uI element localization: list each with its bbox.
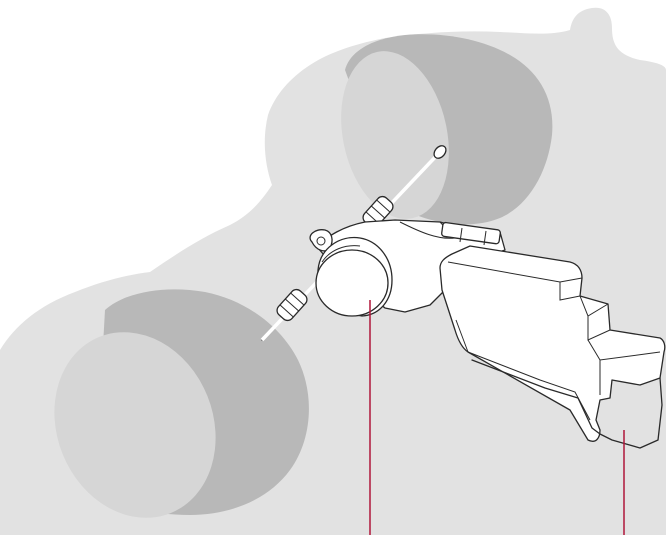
electric-motor [316,238,392,316]
